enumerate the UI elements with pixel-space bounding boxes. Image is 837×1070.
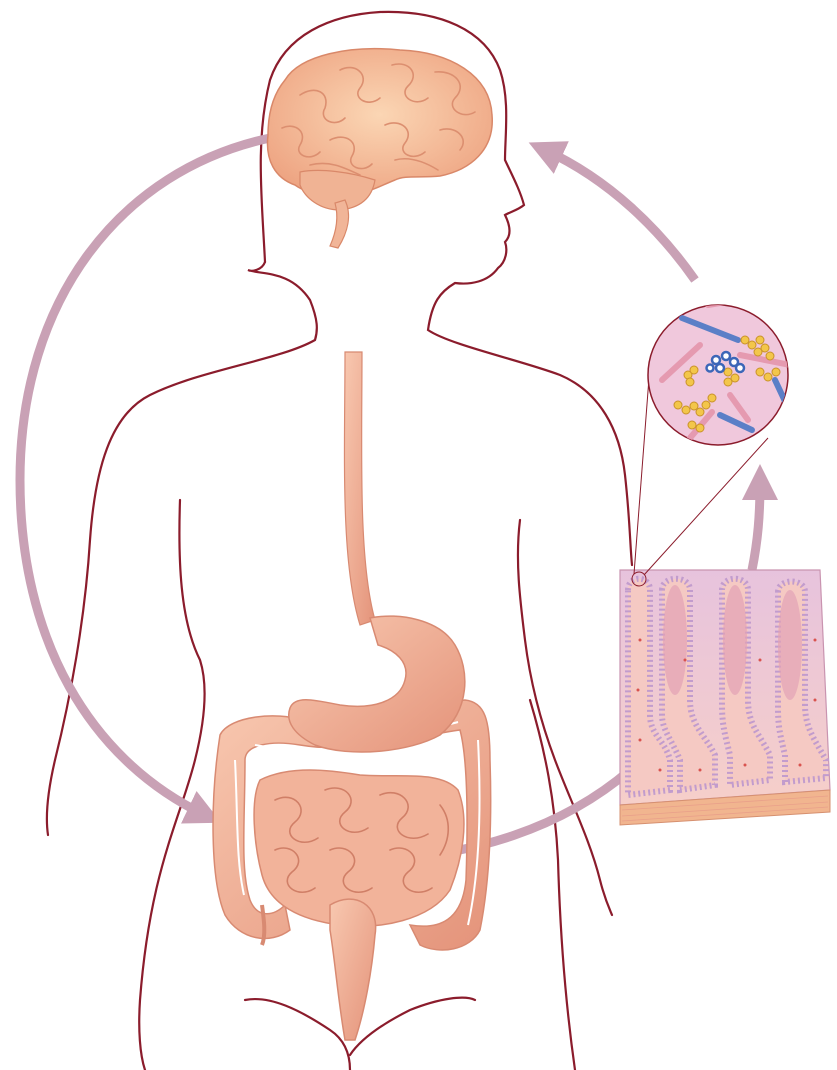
stomach [289,616,465,752]
brain-to-gut-arrow [20,138,270,815]
gut-microbiota [648,298,790,445]
microbes-to-brain-arrow [545,150,695,280]
brain [267,49,492,248]
tissue-to-microbes-arrow [752,482,760,570]
rectum [330,899,376,1040]
intestinal-villi-cross-section [620,570,830,825]
esophagus [344,352,375,625]
